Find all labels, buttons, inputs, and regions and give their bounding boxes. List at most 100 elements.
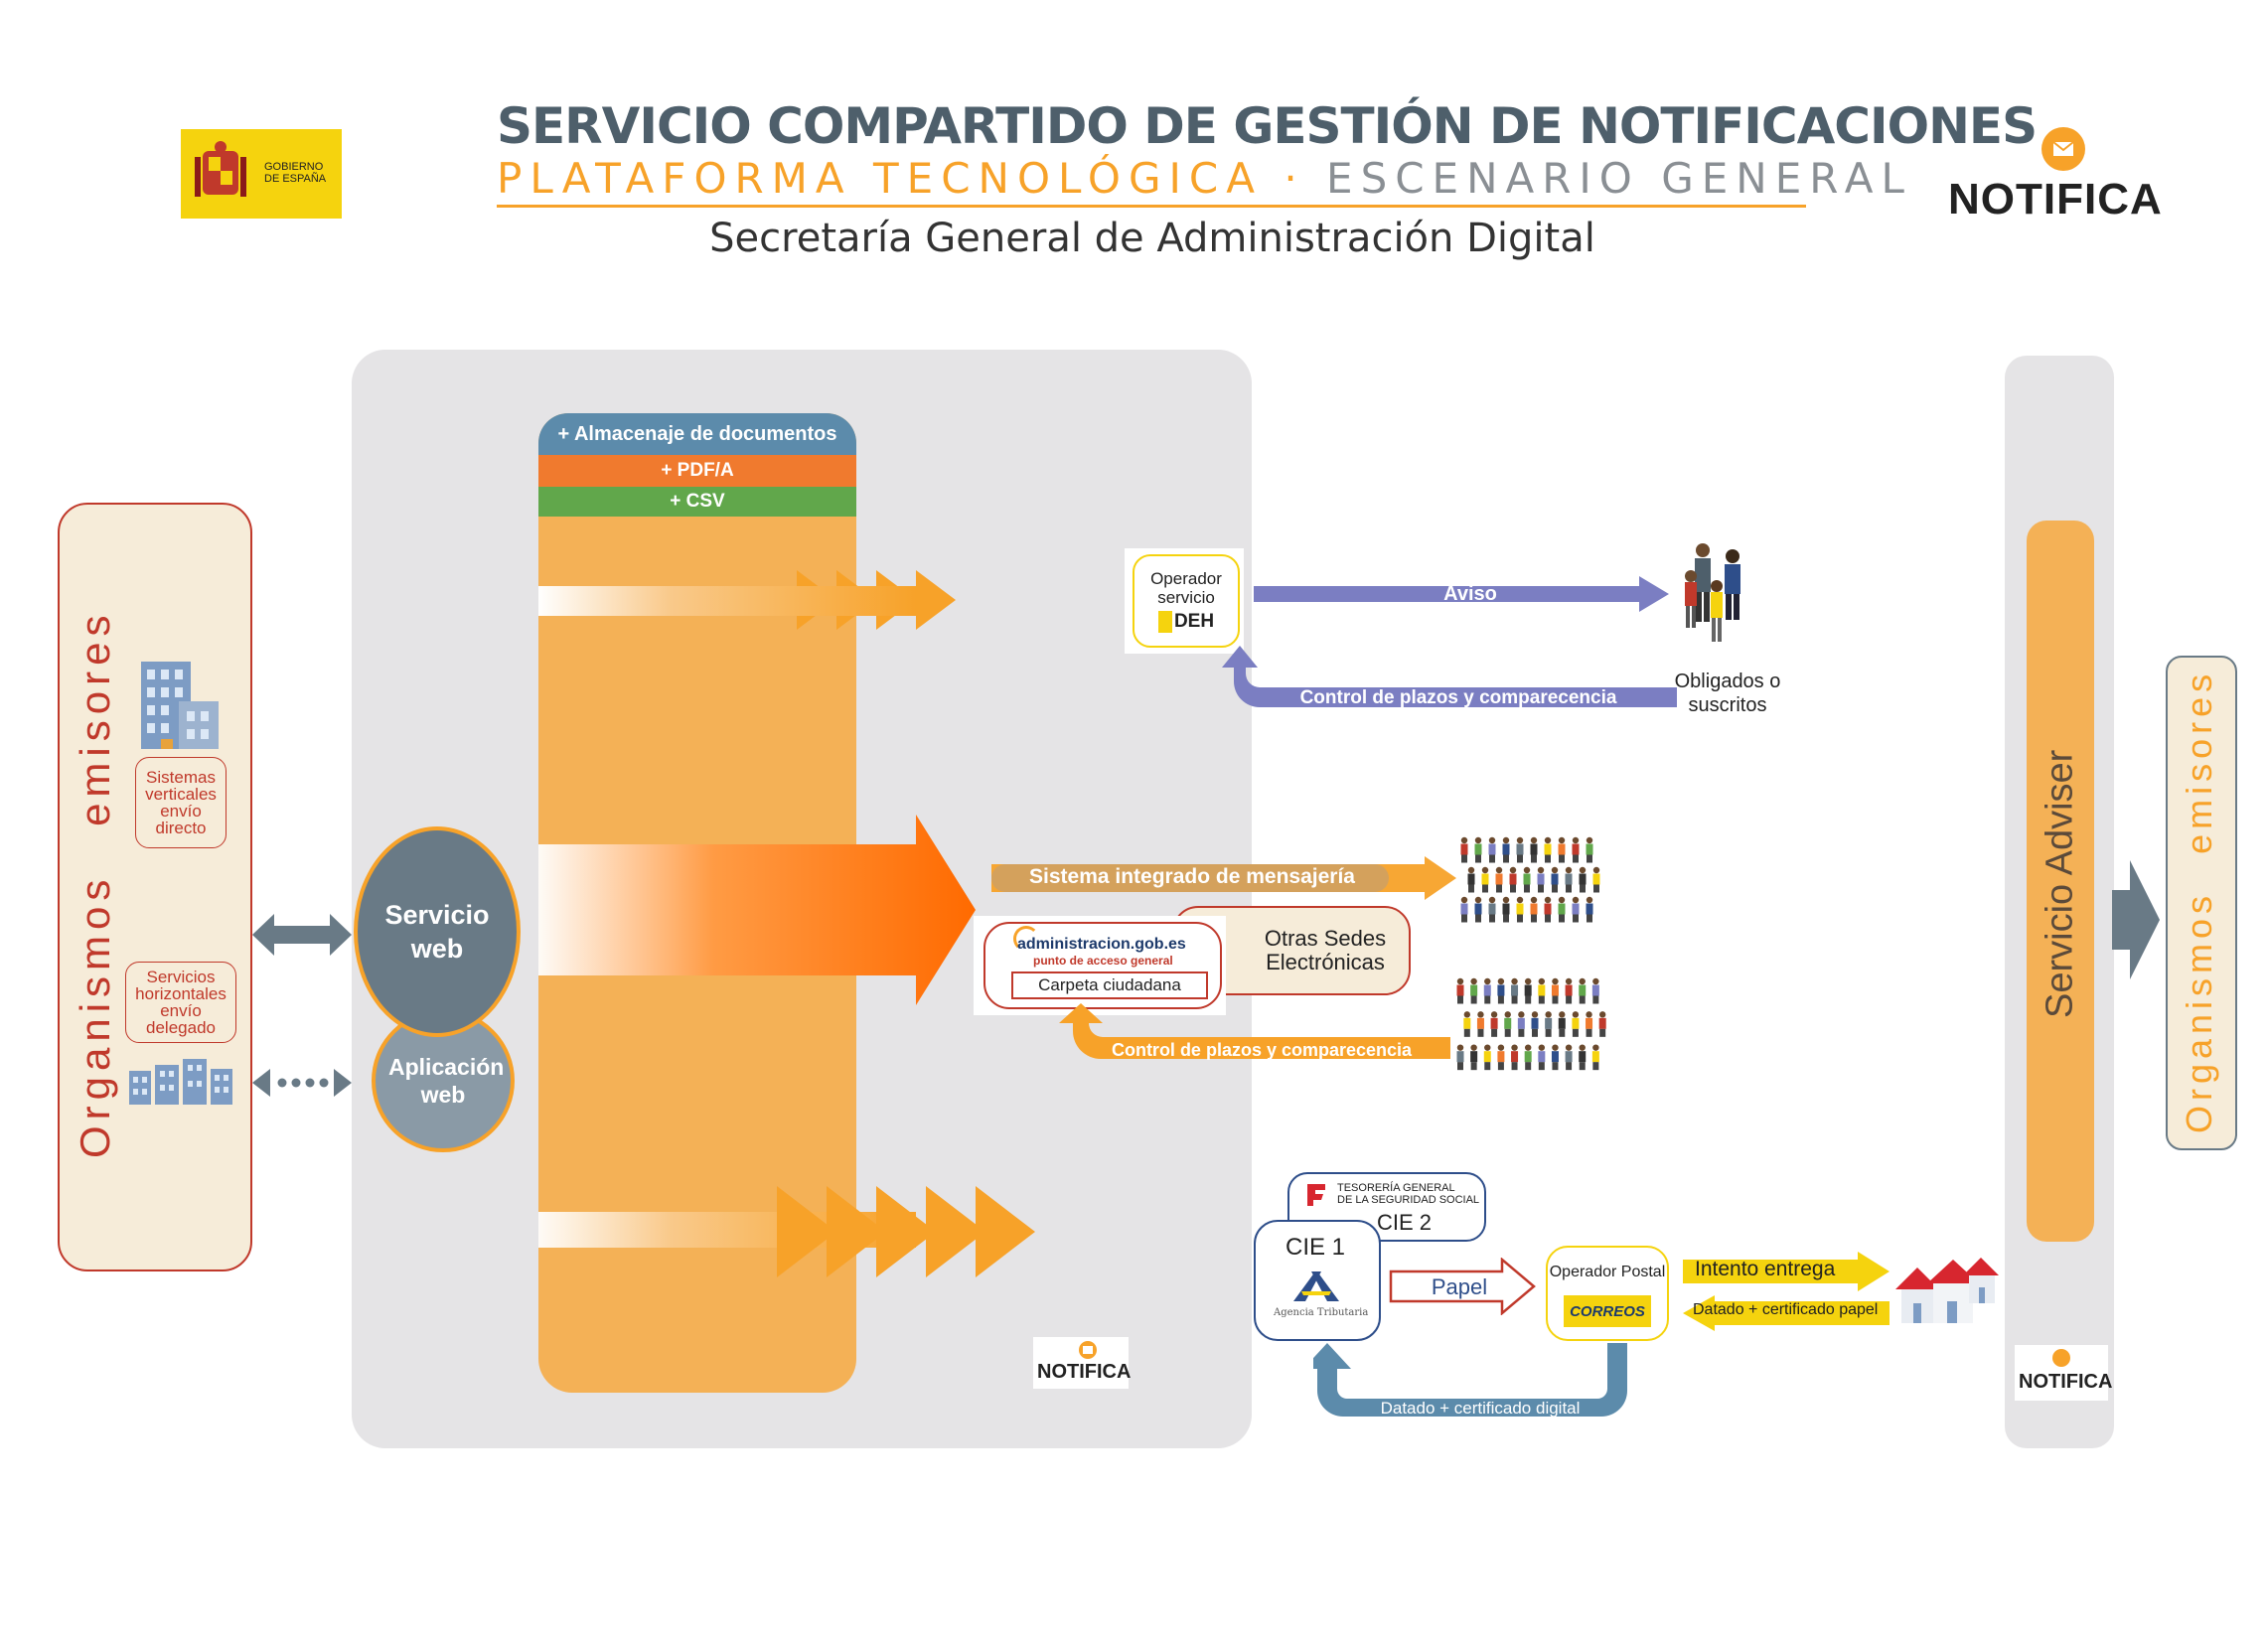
cie1-label: CIE 1 <box>1285 1234 1346 1261</box>
admin-logo-text: administracion.gob.es <box>1017 936 1186 953</box>
person-icon <box>1591 1044 1599 1071</box>
person-icon <box>1463 1011 1471 1037</box>
admin-portal-box: administracion.gob.es punto de acceso ge… <box>974 916 1226 1015</box>
page-subtitle: PLATAFORMA TECNOLÓGICA · ESCENARIO GENER… <box>497 154 1904 203</box>
person-icon <box>1551 866 1559 893</box>
person-icon <box>1511 977 1519 1004</box>
person-icon <box>1537 866 1545 893</box>
person-icon <box>1490 1011 1498 1037</box>
vertical-systems-box: Sistemas verticales envío directo <box>135 757 227 848</box>
crowd-icon <box>1458 832 1607 937</box>
person-icon <box>1572 1011 1580 1037</box>
datado-papel-arrow <box>1683 1295 1890 1331</box>
envelope-icon <box>1079 1341 1097 1359</box>
platform-notifica-text: NOTIFICA <box>1037 1361 1132 1383</box>
person-icon <box>1497 1044 1505 1071</box>
deh-label: DEH <box>1157 611 1214 633</box>
person-icon <box>1523 866 1531 893</box>
person-icon <box>1476 1011 1484 1037</box>
person-icon <box>1531 1011 1539 1037</box>
person-icon <box>1470 977 1478 1004</box>
person-icon <box>1502 896 1510 923</box>
subtitle-separator: · <box>1284 154 1305 203</box>
otras-sedes-label: Otras Sedes Electrónicas <box>1264 926 1387 974</box>
person-icon <box>1545 1011 1553 1037</box>
person-icon <box>1530 896 1538 923</box>
person-icon <box>1586 896 1593 923</box>
person-icon <box>1586 1011 1593 1037</box>
person-icon <box>1483 977 1491 1004</box>
intento-entrega-arrow <box>1683 1252 1890 1291</box>
aviso-arrow <box>1254 576 1669 612</box>
web-app-label: Aplicación web <box>388 1054 505 1108</box>
person-icon <box>1558 1011 1566 1037</box>
deh-operator-label: Operador servicio <box>1150 569 1222 607</box>
coat-of-arms-icon <box>195 141 246 207</box>
person-icon <box>1565 977 1573 1004</box>
person-icon <box>1495 866 1503 893</box>
person-icon <box>1530 836 1538 863</box>
person-icon <box>1460 836 1468 863</box>
person-icon <box>1488 896 1496 923</box>
person-icon <box>1592 866 1600 893</box>
obligados-label: Obligados o suscritos <box>1674 671 1781 716</box>
person-icon <box>1565 1044 1573 1071</box>
header-divider <box>497 205 1806 208</box>
bidirectional-arrow-icon <box>252 910 352 965</box>
left-organismos-panel <box>58 503 252 1271</box>
papel-label: Papel <box>1431 1274 1488 1299</box>
csv-band: + CSV <box>538 487 856 517</box>
web-service-label: Servicio web <box>384 900 490 964</box>
crowd-icon <box>1454 973 1613 1088</box>
admin-logo-icon <box>1013 926 1039 952</box>
adviser-output-arrow <box>2112 860 2162 984</box>
intento-entrega-label: Intento entrega <box>1695 1258 1836 1280</box>
correos-logo: CORREOS <box>1564 1295 1651 1327</box>
papel-arrow <box>1389 1258 1536 1315</box>
person-icon <box>1467 866 1475 893</box>
adviser-notifica-text: NOTIFICA <box>2019 1371 2113 1393</box>
person-icon <box>1481 866 1489 893</box>
deh-operator-box: Operador servicio DEH <box>1125 548 1244 654</box>
datado-digital-label: Datado + certificado digital <box>1380 1399 1581 1418</box>
person-icon <box>1470 1044 1478 1071</box>
person-icon <box>1474 836 1482 863</box>
tgss-box: TESORERÍA GENERAL DE LA SEGURIDAD SOCIAL… <box>1287 1172 1486 1242</box>
notifica-logo: NOTIFICA <box>1942 127 2162 226</box>
deh-control-arrow <box>1222 646 1677 707</box>
gov-logo-line1: GOBIERNO <box>264 161 324 173</box>
pdfa-band: + PDF/A <box>538 455 856 487</box>
platform-flow-arrows <box>538 570 1035 1277</box>
person-icon <box>1502 836 1510 863</box>
person-icon <box>1558 896 1566 923</box>
tgss-line2: DE LA SEGURIDAD SOCIAL <box>1337 1194 1480 1206</box>
right-organismos-label: Organismos emisores <box>2179 669 2219 1133</box>
organization-name: Secretaría General de Administración Dig… <box>709 216 1595 261</box>
sedes-control-arrow <box>1059 1003 1450 1059</box>
person-icon <box>1517 1011 1525 1037</box>
person-icon <box>1551 977 1559 1004</box>
web-service-circle[interactable]: Servicio web <box>354 826 521 1037</box>
person-icon <box>1538 1044 1546 1071</box>
aviso-label: Aviso <box>1443 582 1497 605</box>
postal-operator-box: Operador Postal CORREOS <box>1546 1246 1669 1341</box>
adviser-bar <box>2027 521 2094 1242</box>
carpeta-ciudadana-box[interactable]: Carpeta ciudadana <box>1011 971 1208 999</box>
aeat-logo-icon <box>1291 1270 1341 1308</box>
person-icon <box>1524 1044 1532 1071</box>
notifica-logo-text: NOTIFICA <box>1948 175 2163 224</box>
person-icon <box>1497 977 1505 1004</box>
person-icon <box>1579 977 1587 1004</box>
datado-papel-label: Datado + certificado papel <box>1693 1301 1879 1318</box>
person-icon <box>1474 896 1482 923</box>
person-icon <box>1586 836 1593 863</box>
person-icon <box>1572 896 1580 923</box>
person-icon <box>1572 836 1580 863</box>
person-icon <box>1565 866 1573 893</box>
person-icon <box>1591 977 1599 1004</box>
person-icon <box>1579 866 1587 893</box>
horizontal-services-box: Servicios horizontales envío delegado <box>125 962 236 1043</box>
person-icon <box>1579 1044 1587 1071</box>
person-icon <box>1460 896 1468 923</box>
person-icon <box>1598 1011 1606 1037</box>
